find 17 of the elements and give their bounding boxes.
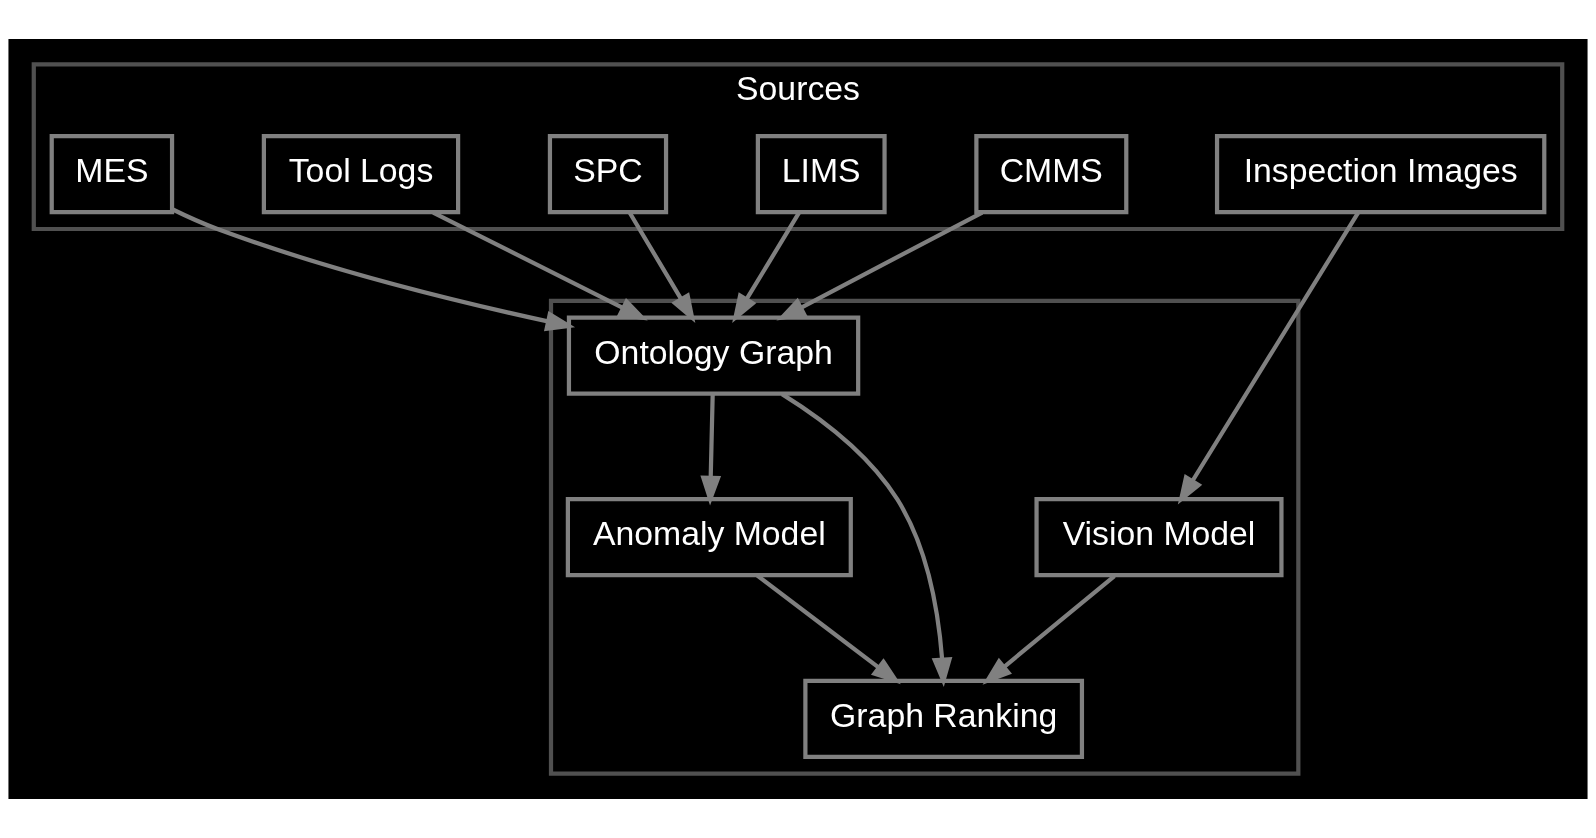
node-box: Vision Model (1034, 497, 1284, 578)
arrow (1177, 211, 1360, 505)
arrow (628, 211, 696, 323)
node-box: CMMS (974, 134, 1129, 215)
arrow (700, 394, 722, 506)
node-box: SPC (547, 134, 669, 215)
node-box: Tool Logs (261, 134, 461, 215)
node-box: MES (49, 134, 175, 215)
arrow (732, 211, 801, 323)
node-box: Inspection Images (1214, 134, 1547, 215)
arrow (780, 392, 953, 688)
node-box: LIMS (755, 134, 887, 215)
node-box: Anomaly Model (565, 497, 853, 578)
arrow (171, 207, 576, 332)
node-box: Graph Ranking (803, 678, 1085, 759)
node-box: Ontology Graph (566, 315, 861, 396)
arrow (982, 574, 1116, 685)
